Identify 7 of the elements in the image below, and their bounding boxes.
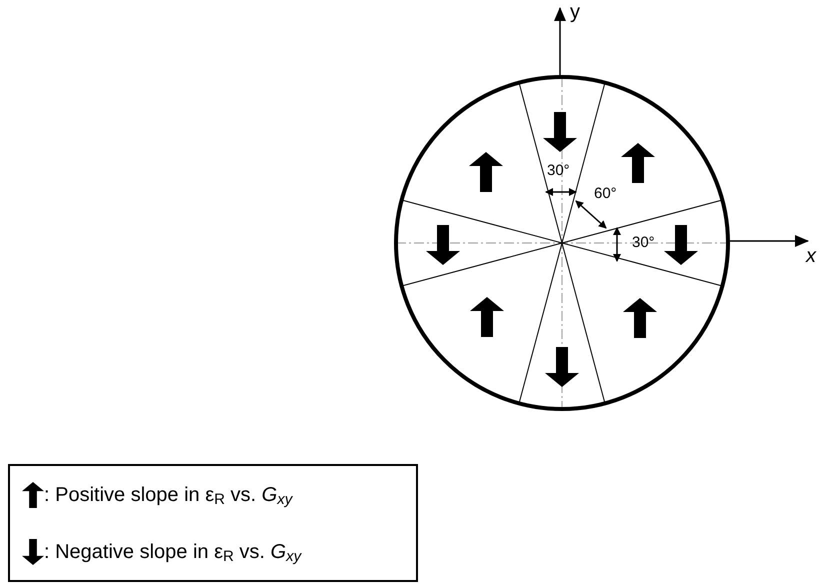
axis-label: y	[570, 2, 580, 22]
angle-label: 30°	[632, 235, 655, 250]
legend-text: : Negative slope in ε$_{R}$ vs. G$_{xy}$	[44, 540, 302, 566]
axis-label: x	[806, 246, 816, 266]
legend-text: : Positive slope in ε$_{R}$ vs. G$_{xy}$	[44, 482, 292, 510]
angle-label: 60°	[594, 186, 617, 201]
angle-label: 30°	[547, 163, 570, 178]
